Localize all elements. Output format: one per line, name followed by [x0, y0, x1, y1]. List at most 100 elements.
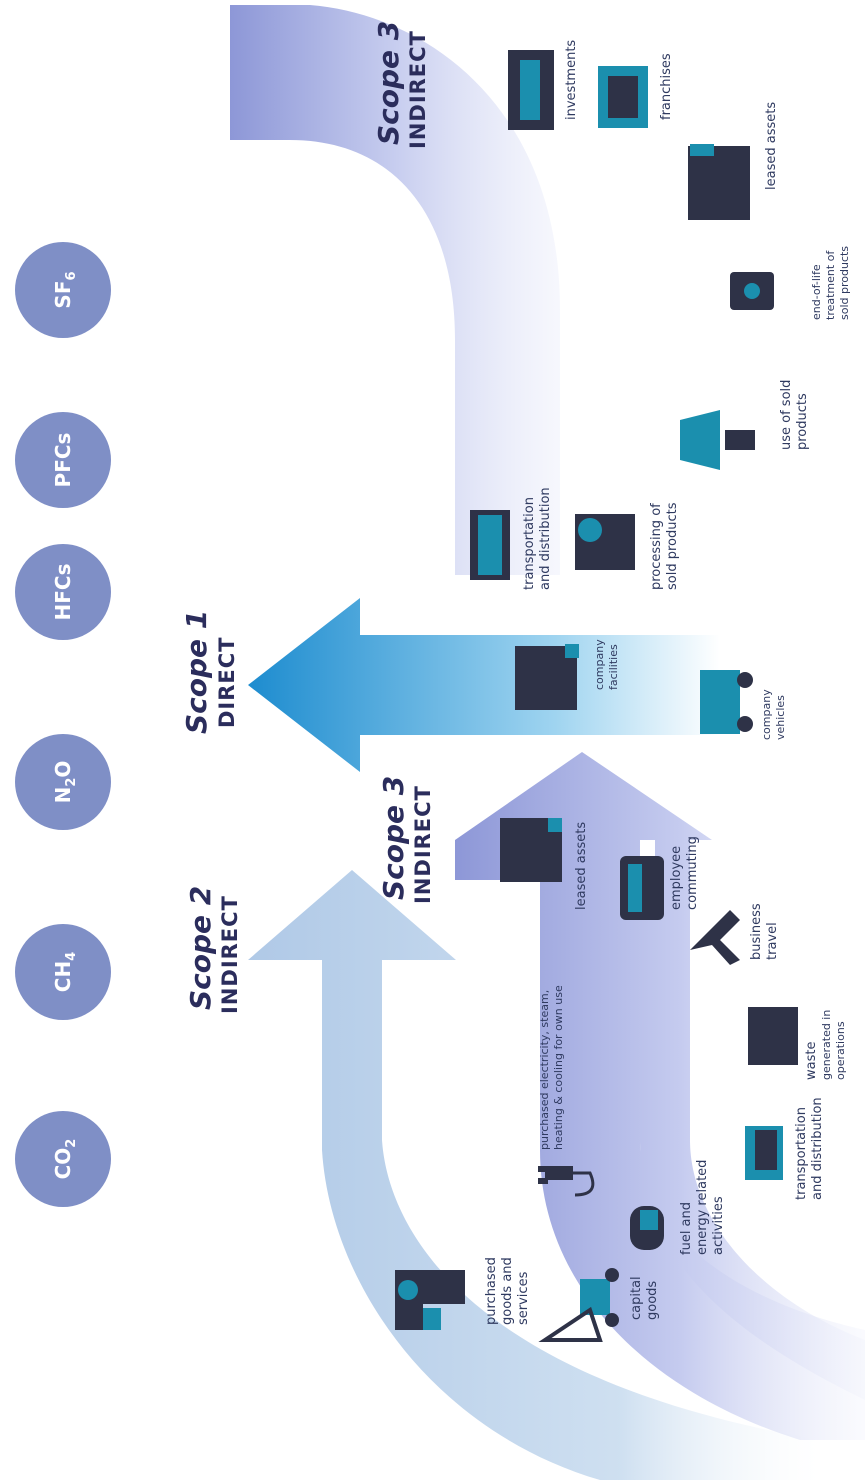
- label-franchises: franchises: [659, 53, 674, 120]
- lightbulb-icon: [680, 410, 755, 470]
- svg-text:purchased electricity, steam,: purchased electricity, steam,: [538, 990, 551, 1150]
- scope2-arrow: [248, 870, 820, 1480]
- label-leased-upstream: leased assets: [574, 822, 589, 910]
- label-fuel-energy: fuel and energy related activities: [679, 1160, 726, 1255]
- gas-circles: CO2 CH4 N2O HFCs PFCs SF6: [15, 242, 111, 1207]
- svg-text:employee: employee: [669, 846, 684, 910]
- svg-text:transportation: transportation: [522, 497, 537, 590]
- svg-text:generated in: generated in: [820, 1010, 833, 1080]
- svg-text:Scope 2: Scope 2: [184, 886, 217, 1010]
- svg-text:commuting: commuting: [685, 836, 700, 910]
- ship-icon: [470, 510, 510, 580]
- svg-text:company: company: [760, 689, 773, 740]
- label-company-facilities: company facilities: [593, 639, 620, 690]
- label-business-travel: business travel: [749, 903, 780, 960]
- svg-text:DIRECT: DIRECT: [215, 637, 239, 729]
- label-use-sold: use of sold products: [779, 380, 810, 450]
- svg-text:services: services: [516, 1271, 531, 1325]
- svg-text:activities: activities: [711, 1196, 726, 1255]
- svg-text:leased assets: leased assets: [574, 822, 589, 910]
- svg-text:purchased: purchased: [484, 1257, 499, 1325]
- svg-text:business: business: [749, 903, 764, 960]
- svg-text:franchises: franchises: [659, 53, 674, 120]
- svg-text:and distribution: and distribution: [810, 1097, 825, 1200]
- svg-text:Scope 1: Scope 1: [180, 610, 213, 734]
- gas-circle-pfcs: PFCs: [15, 412, 111, 508]
- svg-text:CO2: CO2: [51, 1139, 79, 1180]
- gas-circle-sf6: SF6: [15, 242, 111, 338]
- svg-text:waste: waste: [804, 1042, 819, 1080]
- svg-text:goods: goods: [645, 1281, 660, 1320]
- svg-text:use of sold: use of sold: [779, 380, 794, 450]
- svg-text:transportation: transportation: [794, 1107, 809, 1200]
- svg-text:N2O: N2O: [51, 761, 79, 804]
- storefront-icon: [598, 66, 648, 128]
- office-building-icon: [688, 144, 750, 220]
- svg-text:INDIRECT: INDIRECT: [406, 30, 430, 149]
- label-waste: waste generated in operations: [804, 1010, 847, 1080]
- scope3-downstream-arrow: [230, 5, 560, 575]
- waste-bin-icon: [748, 1007, 798, 1065]
- label-end-of-life: end-of-life treatment of sold products: [810, 246, 851, 320]
- svg-text:processing of: processing of: [649, 503, 664, 590]
- svg-text:leased assets: leased assets: [764, 102, 779, 190]
- svg-text:travel: travel: [765, 922, 780, 960]
- svg-text:INDIRECT: INDIRECT: [411, 785, 435, 904]
- label-processing: processing of sold products: [649, 502, 680, 590]
- svg-text:products: products: [795, 393, 810, 450]
- scope3-downstream-label: Scope 3 INDIRECT: [372, 21, 430, 149]
- fuel-truck-icon: [630, 1206, 664, 1250]
- svg-text:treatment of: treatment of: [824, 250, 837, 320]
- svg-text:and distribution: and distribution: [538, 487, 553, 590]
- svg-text:fuel and: fuel and: [679, 1202, 694, 1255]
- label-capital-goods: capital goods: [629, 1276, 660, 1320]
- train-icon: [620, 856, 664, 920]
- scope3-upstream-body: [455, 752, 865, 1440]
- office-building-icon: [515, 644, 579, 710]
- svg-text:facilities: facilities: [607, 644, 620, 690]
- svg-text:investments: investments: [564, 40, 579, 120]
- label-purchased-goods: purchased goods and services: [484, 1257, 531, 1325]
- svg-text:INDIRECT: INDIRECT: [218, 895, 242, 1014]
- briefcase-icon: [508, 50, 554, 130]
- svg-text:HFCs: HFCs: [51, 564, 75, 621]
- factory-icon: [395, 1270, 465, 1330]
- truck-icon: [700, 670, 753, 734]
- label-electricity: purchased electricity, steam, heating & …: [538, 985, 565, 1150]
- power-plug-icon: [538, 1166, 595, 1197]
- label-transport-downstream: transportation and distribution: [522, 487, 553, 590]
- scope3-upstream-label: Scope 3 INDIRECT: [377, 776, 435, 904]
- svg-text:sold products: sold products: [838, 246, 851, 320]
- svg-text:SF6: SF6: [51, 271, 79, 308]
- office-building-icon: [500, 818, 562, 882]
- factory-icon: [575, 514, 635, 570]
- scope1-arrow: [248, 598, 720, 772]
- gas-circle-co2: CO2: [15, 1111, 111, 1207]
- excavator-icon: [538, 1268, 619, 1342]
- svg-text:Scope 3: Scope 3: [372, 21, 405, 145]
- gas-circle-ch4: CH4: [15, 924, 111, 1020]
- scope1-label: Scope 1 DIRECT: [180, 610, 239, 734]
- gas-circle-n2o: N2O: [15, 734, 111, 830]
- svg-text:PFCs: PFCs: [51, 433, 75, 488]
- svg-text:CH4: CH4: [51, 952, 79, 992]
- scope2-label: Scope 2 INDIRECT: [184, 886, 242, 1014]
- recycle-bin-icon: [730, 272, 774, 310]
- ship-icon: [745, 1126, 783, 1180]
- svg-text:heating & cooling for own use: heating & cooling for own use: [552, 985, 565, 1150]
- label-employee-commuting: employee commuting: [669, 836, 700, 910]
- label-leased-downstream: leased assets: [764, 102, 779, 190]
- svg-text:end-of-life: end-of-life: [810, 264, 823, 320]
- gas-circle-hfcs: HFCs: [15, 544, 111, 640]
- scope3-upstream-arrow: [455, 840, 865, 1400]
- airplane-icon: [690, 910, 740, 965]
- label-company-vehicles: company vehicles: [760, 689, 787, 740]
- label-transport-upstream: transportation and distribution: [794, 1097, 825, 1200]
- svg-text:goods and: goods and: [500, 1257, 515, 1325]
- svg-text:vehicles: vehicles: [774, 695, 787, 740]
- svg-text:company: company: [593, 639, 606, 690]
- svg-text:capital: capital: [629, 1276, 644, 1320]
